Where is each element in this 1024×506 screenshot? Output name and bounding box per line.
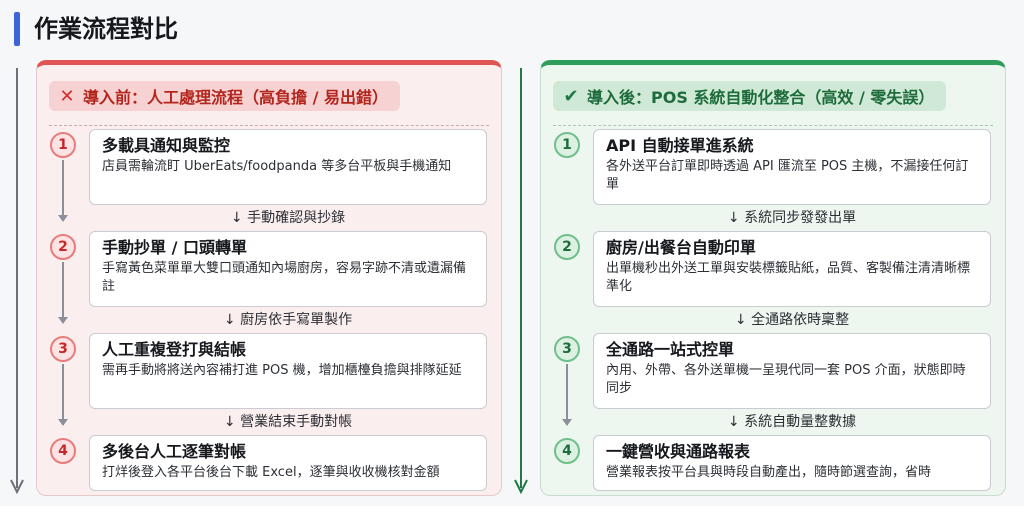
page-title: 作業流程對比 bbox=[34, 15, 178, 43]
step-card: 手動抄單 / 口頭轉單 手寫黃色菜單單大雙口頭通知內場廚房，容易字跡不清或遺漏備… bbox=[89, 231, 487, 307]
step-title: 手動抄單 / 口頭轉單 bbox=[102, 238, 247, 257]
title-accent-bar bbox=[14, 12, 20, 46]
step-number: 3 bbox=[50, 336, 76, 362]
step-title: 人工重複登打與結帳 bbox=[102, 340, 247, 359]
step-card: 多後台人工逐筆對帳 打烊後登入各平台後台下載 Excel，逐筆與收收機核對金額 bbox=[89, 435, 487, 491]
step-number: 2 bbox=[50, 234, 76, 260]
step-card: 一鍵營收與通路報表 營業報表按平台具與時段自動產出，隨時節選查詢，省時 bbox=[593, 435, 991, 491]
step-connector-arrow-icon bbox=[58, 262, 68, 324]
step-connector-arrow-icon bbox=[58, 364, 68, 426]
step-description: 需再手動將將送內容補打進 POS 機，增加櫃檯負擔與排隊延延 bbox=[102, 363, 462, 378]
step-card: 人工重複登打與結帳 需再手動將將送內容補打進 POS 機，增加櫃檯負擔與排隊延延 bbox=[89, 333, 487, 409]
step-connector-arrow-icon bbox=[58, 160, 68, 222]
transition-label: ↓ 系統同步發發出單 bbox=[727, 210, 857, 226]
step-number: 1 bbox=[554, 132, 580, 158]
step-number: 1 bbox=[50, 132, 76, 158]
transition-label: ↓ 系統自動量整數據 bbox=[727, 414, 857, 430]
after-panel: ✔ 導入後：POS 系統自動化整合（高效 / 零失誤） 1 API 自動接單進系… bbox=[540, 60, 1006, 496]
step-title: 多後台人工逐筆對帳 bbox=[102, 442, 247, 461]
step-title: 廚房/出餐台自動印單 bbox=[606, 238, 756, 257]
transition-label: ↓ 廚房依手寫單製作 bbox=[223, 312, 353, 328]
left-flow-arrow-icon bbox=[10, 68, 24, 495]
after-panel-heading: ✔ 導入後：POS 系統自動化整合（高效 / 零失誤） bbox=[553, 81, 947, 111]
check-icon: ✔ bbox=[563, 85, 579, 107]
before-panel-heading: ✕ 導入前：人工處理流程（高負擔 / 易出錯） bbox=[49, 81, 400, 111]
step-card: 廚房/出餐台自動印單 出單機秒出外送工單與安裝標籤貼紙，品質、客製備注清清晰標準… bbox=[593, 231, 991, 307]
cross-icon: ✕ bbox=[59, 85, 75, 107]
step-card: 全通路一站式控單 內用、外帶、各外送單機一呈現代同一套 POS 介面，狀態即時同… bbox=[593, 333, 991, 409]
transition-label: ↓ 手動確認與抄錄 bbox=[230, 210, 346, 226]
step-description: 各外送平台訂單即時透過 API 匯流至 POS 主機，不漏接任何訂單 bbox=[606, 159, 969, 192]
before-panel: ✕ 導入前：人工處理流程（高負擔 / 易出錯） 1 多載具通知與監控 店員需輪流… bbox=[36, 60, 502, 496]
step-title: 一鍵營收與通路報表 bbox=[606, 442, 751, 461]
step-connector-arrow-icon bbox=[562, 364, 572, 426]
step-card: 多載具通知與監控 店員需輪流盯 UberEats/foodpanda 等多台平板… bbox=[89, 129, 487, 205]
step-description: 營業報表按平台具與時段自動產出，隨時節選查詢，省時 bbox=[606, 465, 932, 480]
step-title: 多載具通知與監控 bbox=[102, 136, 231, 155]
step-title: API 自動接單進系統 bbox=[606, 136, 754, 155]
step-number: 3 bbox=[554, 336, 580, 362]
step-description: 打烊後登入各平台後台下載 Excel，逐筆與收收機核對金額 bbox=[102, 465, 440, 480]
step-description: 店員需輪流盯 UberEats/foodpanda 等多台平板與手機通知 bbox=[102, 159, 452, 174]
before-heading-text: 導入前：人工處理流程（高負擔 / 易出錯） bbox=[83, 88, 388, 107]
step-card: API 自動接單進系統 各外送平台訂單即時透過 API 匯流至 POS 主機，不… bbox=[593, 129, 991, 205]
transition-label: ↓ 營業結束手動對帳 bbox=[223, 414, 353, 430]
divider bbox=[49, 125, 489, 126]
step-description: 手寫黃色菜單單大雙口頭通知內場廚房，容易字跡不清或遺漏備註 bbox=[102, 261, 467, 294]
step-title: 全通路一站式控單 bbox=[606, 340, 735, 359]
right-flow-arrow-icon bbox=[514, 68, 528, 495]
step-number: 4 bbox=[554, 438, 580, 464]
step-number: 4 bbox=[50, 438, 76, 464]
step-description: 出單機秒出外送工單與安裝標籤貼紙，品質、客製備注清清晰標準化 bbox=[606, 261, 971, 294]
divider bbox=[553, 125, 993, 126]
step-number: 2 bbox=[554, 234, 580, 260]
transition-label: ↓ 全通路依時稟整 bbox=[734, 312, 850, 328]
after-heading-text: 導入後：POS 系統自動化整合（高效 / 零失誤） bbox=[587, 88, 935, 107]
step-description: 內用、外帶、各外送單機一呈現代同一套 POS 介面，狀態即時同步 bbox=[606, 363, 966, 396]
